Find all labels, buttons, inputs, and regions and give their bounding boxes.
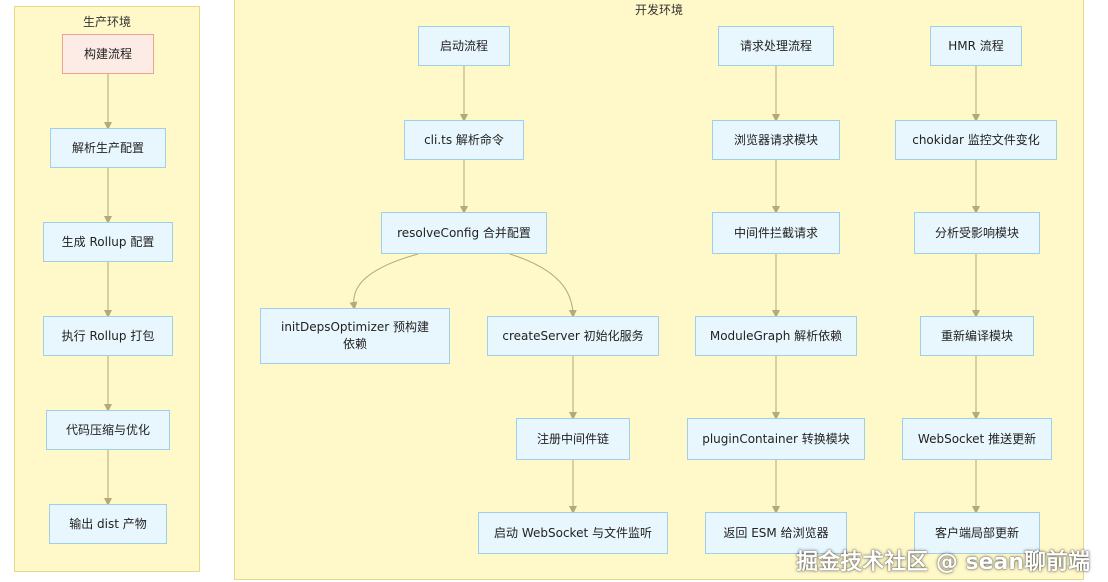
node-register-middleware: 注册中间件链	[516, 418, 630, 460]
node-start-websocket: 启动 WebSocket 与文件监听	[478, 512, 668, 554]
node-create-server: createServer 初始化服务	[487, 316, 659, 356]
node-middleware-intercept: 中间件拦截请求	[712, 212, 840, 254]
production-panel: 生产环境	[14, 6, 200, 572]
node-recompile-module: 重新编译模块	[920, 316, 1034, 356]
node-chokidar-watch: chokidar 监控文件变化	[895, 120, 1057, 160]
node-client-update: 客户端局部更新	[914, 512, 1040, 554]
node-output-dist: 输出 dist 产物	[49, 504, 167, 544]
node-analyze-affected: 分析受影响模块	[914, 212, 1040, 254]
node-minify-optimize: 代码压缩与优化	[46, 410, 170, 450]
node-parse-prod-config: 解析生产配置	[50, 128, 166, 168]
node-return-esm: 返回 ESM 给浏览器	[705, 512, 847, 554]
node-resolve-config: resolveConfig 合并配置	[381, 212, 547, 254]
node-deps-optimizer: initDepsOptimizer 预构建依赖	[260, 308, 450, 364]
node-build-flow: 构建流程	[62, 34, 154, 74]
node-plugincontainer-transform: pluginContainer 转换模块	[687, 418, 865, 460]
node-modulegraph-parse: ModuleGraph 解析依赖	[695, 316, 857, 356]
node-startup-flow: 启动流程	[418, 26, 510, 66]
node-request-flow: 请求处理流程	[718, 26, 834, 66]
node-browser-request: 浏览器请求模块	[712, 120, 840, 160]
watermark: 掘金技术社区 @ sean聊前端	[796, 550, 1090, 575]
production-panel-title: 生产环境	[82, 15, 131, 29]
node-gen-rollup-config: 生成 Rollup 配置	[43, 222, 173, 262]
node-cli-parse: cli.ts 解析命令	[404, 120, 524, 160]
node-websocket-push: WebSocket 推送更新	[902, 418, 1052, 460]
node-hmr-flow: HMR 流程	[930, 26, 1022, 66]
node-run-rollup: 执行 Rollup 打包	[43, 316, 173, 356]
development-panel: 开发环境	[234, 0, 1084, 580]
development-panel-title: 开发环境	[634, 3, 683, 17]
